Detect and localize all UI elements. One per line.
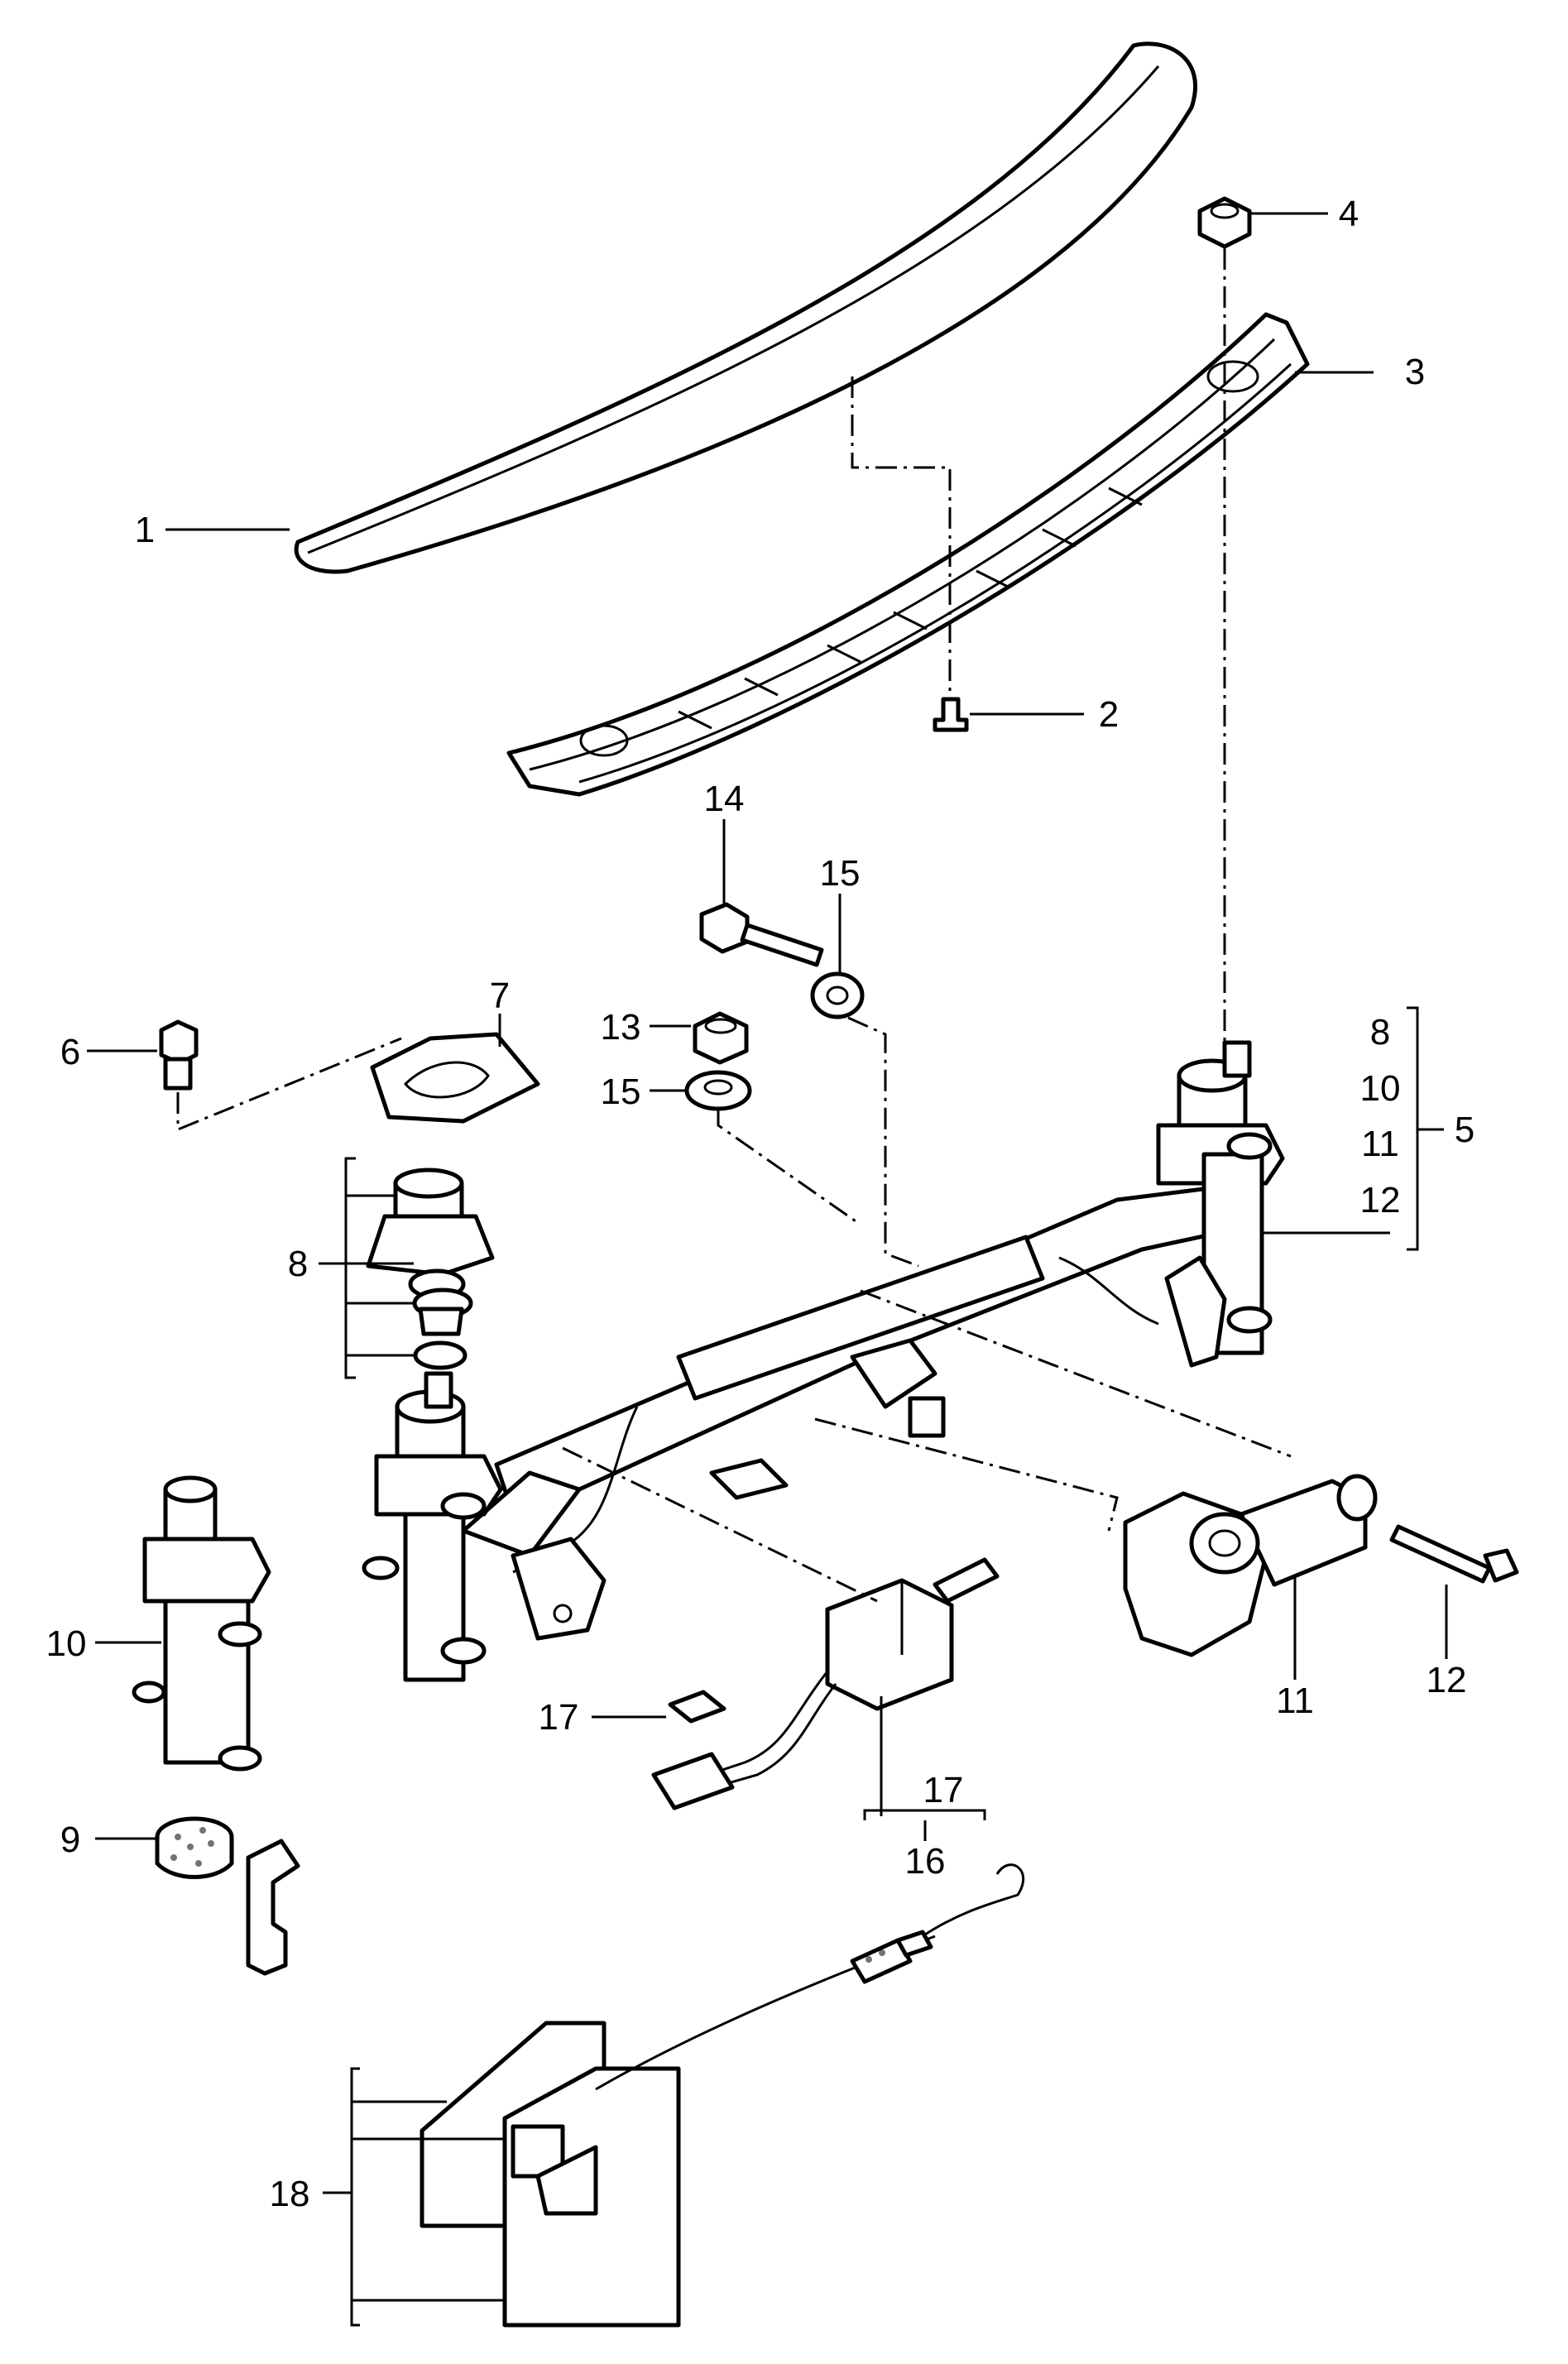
callout-2: 2 — [1099, 694, 1119, 735]
nut-13 — [693, 1011, 749, 1065]
callout-6: 6 — [60, 1032, 80, 1072]
callout-5-sub-10: 10 — [1360, 1068, 1401, 1109]
cap-17 — [668, 1690, 726, 1724]
grommet-9 — [155, 1816, 300, 1976]
callout-18: 18 — [270, 2174, 310, 2214]
lock-unit-18 — [420, 1863, 1025, 2328]
washer-15-lower — [684, 1070, 752, 1111]
callout-15-lower: 15 — [601, 1072, 641, 1112]
callout-9: 9 — [60, 1820, 80, 1860]
assembly-lines — [176, 248, 1292, 1603]
callout-7: 7 — [490, 976, 510, 1016]
callout-13: 13 — [601, 1007, 641, 1048]
callout-3: 3 — [1405, 352, 1425, 392]
drive-motor-11 — [1123, 1474, 1378, 1657]
callout-5-sub-11: 11 — [1361, 1124, 1399, 1164]
bearing-stack-8 — [366, 1168, 495, 1370]
callout-8: 8 — [288, 1244, 308, 1284]
callout-1: 1 — [135, 510, 155, 550]
callout-11: 11 — [1276, 1681, 1314, 1721]
spoiler-frame — [506, 312, 1310, 797]
callout-17-cap: 17 — [539, 1697, 579, 1738]
callout-14: 14 — [704, 779, 745, 819]
callout-15-upper: 15 — [820, 853, 861, 894]
bolt-6 — [159, 1019, 199, 1091]
actuator-16 — [651, 1557, 1000, 1810]
gasket-7 — [370, 1032, 540, 1124]
lift-mechanism-frame — [362, 1040, 1285, 1682]
callout-labels: 1 2 3 4 5 8 10 11 12 6 7 8 9 10 11 12 13… — [46, 194, 1475, 2214]
bolt-2 — [933, 697, 969, 732]
callout-4: 4 — [1339, 194, 1359, 234]
callout-16: 16 — [905, 1841, 946, 1882]
nut-4 — [1197, 196, 1252, 249]
washer-15-upper — [810, 971, 865, 1019]
callout-5-sub-8: 8 — [1370, 1012, 1390, 1053]
bolt-14 — [699, 902, 824, 967]
spoiler-blade — [294, 41, 1198, 574]
callout-10: 10 — [46, 1623, 87, 1664]
callout-5-sub-12: 12 — [1360, 1180, 1401, 1220]
bolt-12 — [1389, 1524, 1519, 1584]
cylinder-housing-10 — [132, 1475, 271, 1772]
callout-5: 5 — [1455, 1110, 1474, 1150]
leader-lines — [87, 212, 1448, 2327]
callout-17-kit: 17 — [923, 1770, 964, 1810]
callout-12: 12 — [1427, 1660, 1467, 1700]
